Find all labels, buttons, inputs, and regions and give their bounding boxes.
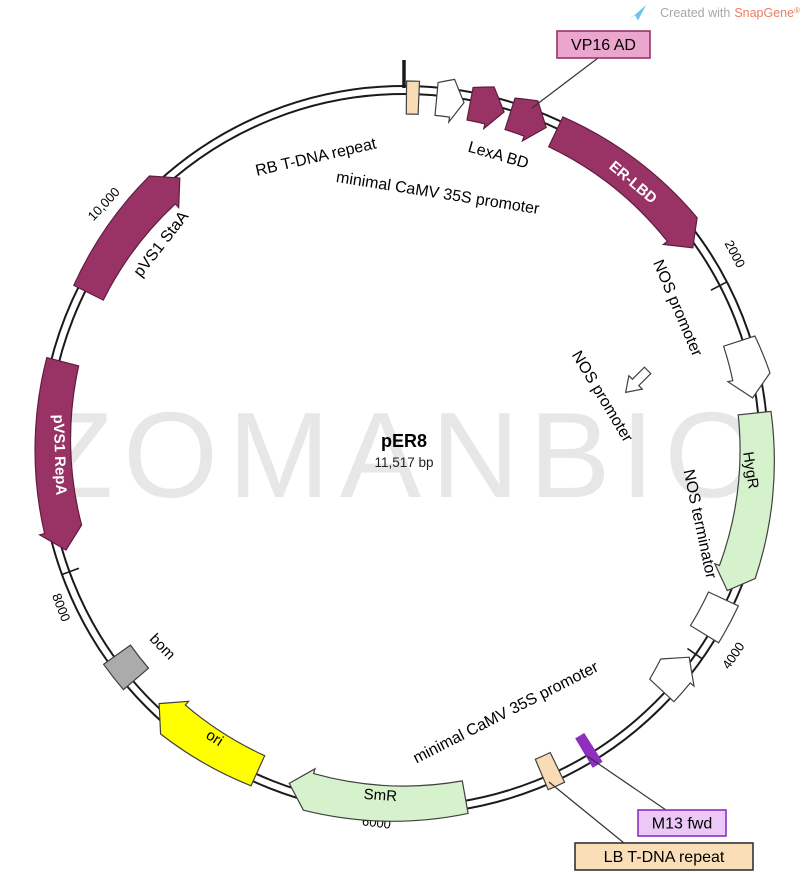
feature-pvs1-repa — [34, 356, 83, 551]
callout-group: VP16 AD M13 fwd LB T-DNA repeat — [531, 30, 754, 871]
m13-fwd-callout-box — [637, 809, 727, 837]
tick-mark-8000 — [61, 567, 80, 576]
feature-lexa-bd — [466, 86, 505, 131]
lb-tdna-callout-box — [574, 842, 754, 871]
bom-label: bom — [146, 630, 179, 663]
hygr-label: HygR — [739, 450, 762, 490]
lb-tdna-callout-text: LB T-DNA repeat — [604, 849, 725, 866]
vp16-callout-line — [531, 57, 599, 109]
feature-hygr — [713, 410, 775, 592]
feature-min-camv-35s-bottom — [648, 656, 695, 703]
watermark: ZOMANBIO — [39, 387, 770, 523]
feature-pvs1-staa — [73, 175, 181, 301]
feature-bom — [102, 644, 150, 691]
feature-nos-terminator — [689, 591, 740, 644]
credit-brand: SnapGene — [734, 6, 794, 20]
nos-promoter-inner-arrow — [624, 366, 652, 394]
tick-label-4000: 4000 — [719, 639, 748, 671]
credit-line: Created with SnapGene® — [629, 5, 800, 21]
feature-vp16-ad — [504, 97, 547, 143]
vp16-ad-callout-text: VP16 AD — [571, 37, 636, 54]
vp16-ad-callout-box — [556, 30, 651, 59]
snapgene-icon — [629, 5, 646, 21]
feature-m13-fwd — [575, 732, 603, 768]
credit-registered: ® — [794, 6, 800, 15]
lb-callout-line — [548, 781, 625, 844]
nos-promoter-right-label: NOS promoter — [649, 257, 705, 359]
tick-mark-4000 — [686, 647, 703, 660]
m13-callout-line — [586, 755, 667, 811]
feature-lb-tdna-repeat — [534, 751, 566, 791]
smr-label: SmR — [363, 786, 398, 805]
feature-nos-promoter — [722, 335, 771, 399]
ori-label: ori — [203, 727, 226, 750]
credit-prefix: Created with — [660, 6, 730, 20]
feature-smr — [288, 767, 469, 822]
m13-fwd-callout-text: M13 fwd — [652, 816, 712, 833]
tick-label-2000: 2000 — [722, 238, 749, 271]
feature-min-camv-35s-top — [434, 78, 465, 125]
lexa-bd-label: LexA BD — [466, 139, 531, 173]
min-camv-bottom-label: minimal CaMV 35S promoter — [411, 658, 602, 767]
pvs1-repa-label: pVS1 RepA — [50, 414, 70, 496]
tick-mark-2000 — [710, 281, 728, 291]
feature-rb-tdna-repeat — [405, 80, 421, 115]
feature-ori — [158, 700, 266, 787]
plasmid-size: 11,517 bp — [374, 455, 433, 470]
feature-group — [34, 78, 775, 822]
feature-er-lbd — [547, 116, 698, 249]
plasmid-name: pER8 — [381, 431, 427, 451]
min-camv-top-label: minimal CaMV 35S promoter — [335, 169, 541, 218]
